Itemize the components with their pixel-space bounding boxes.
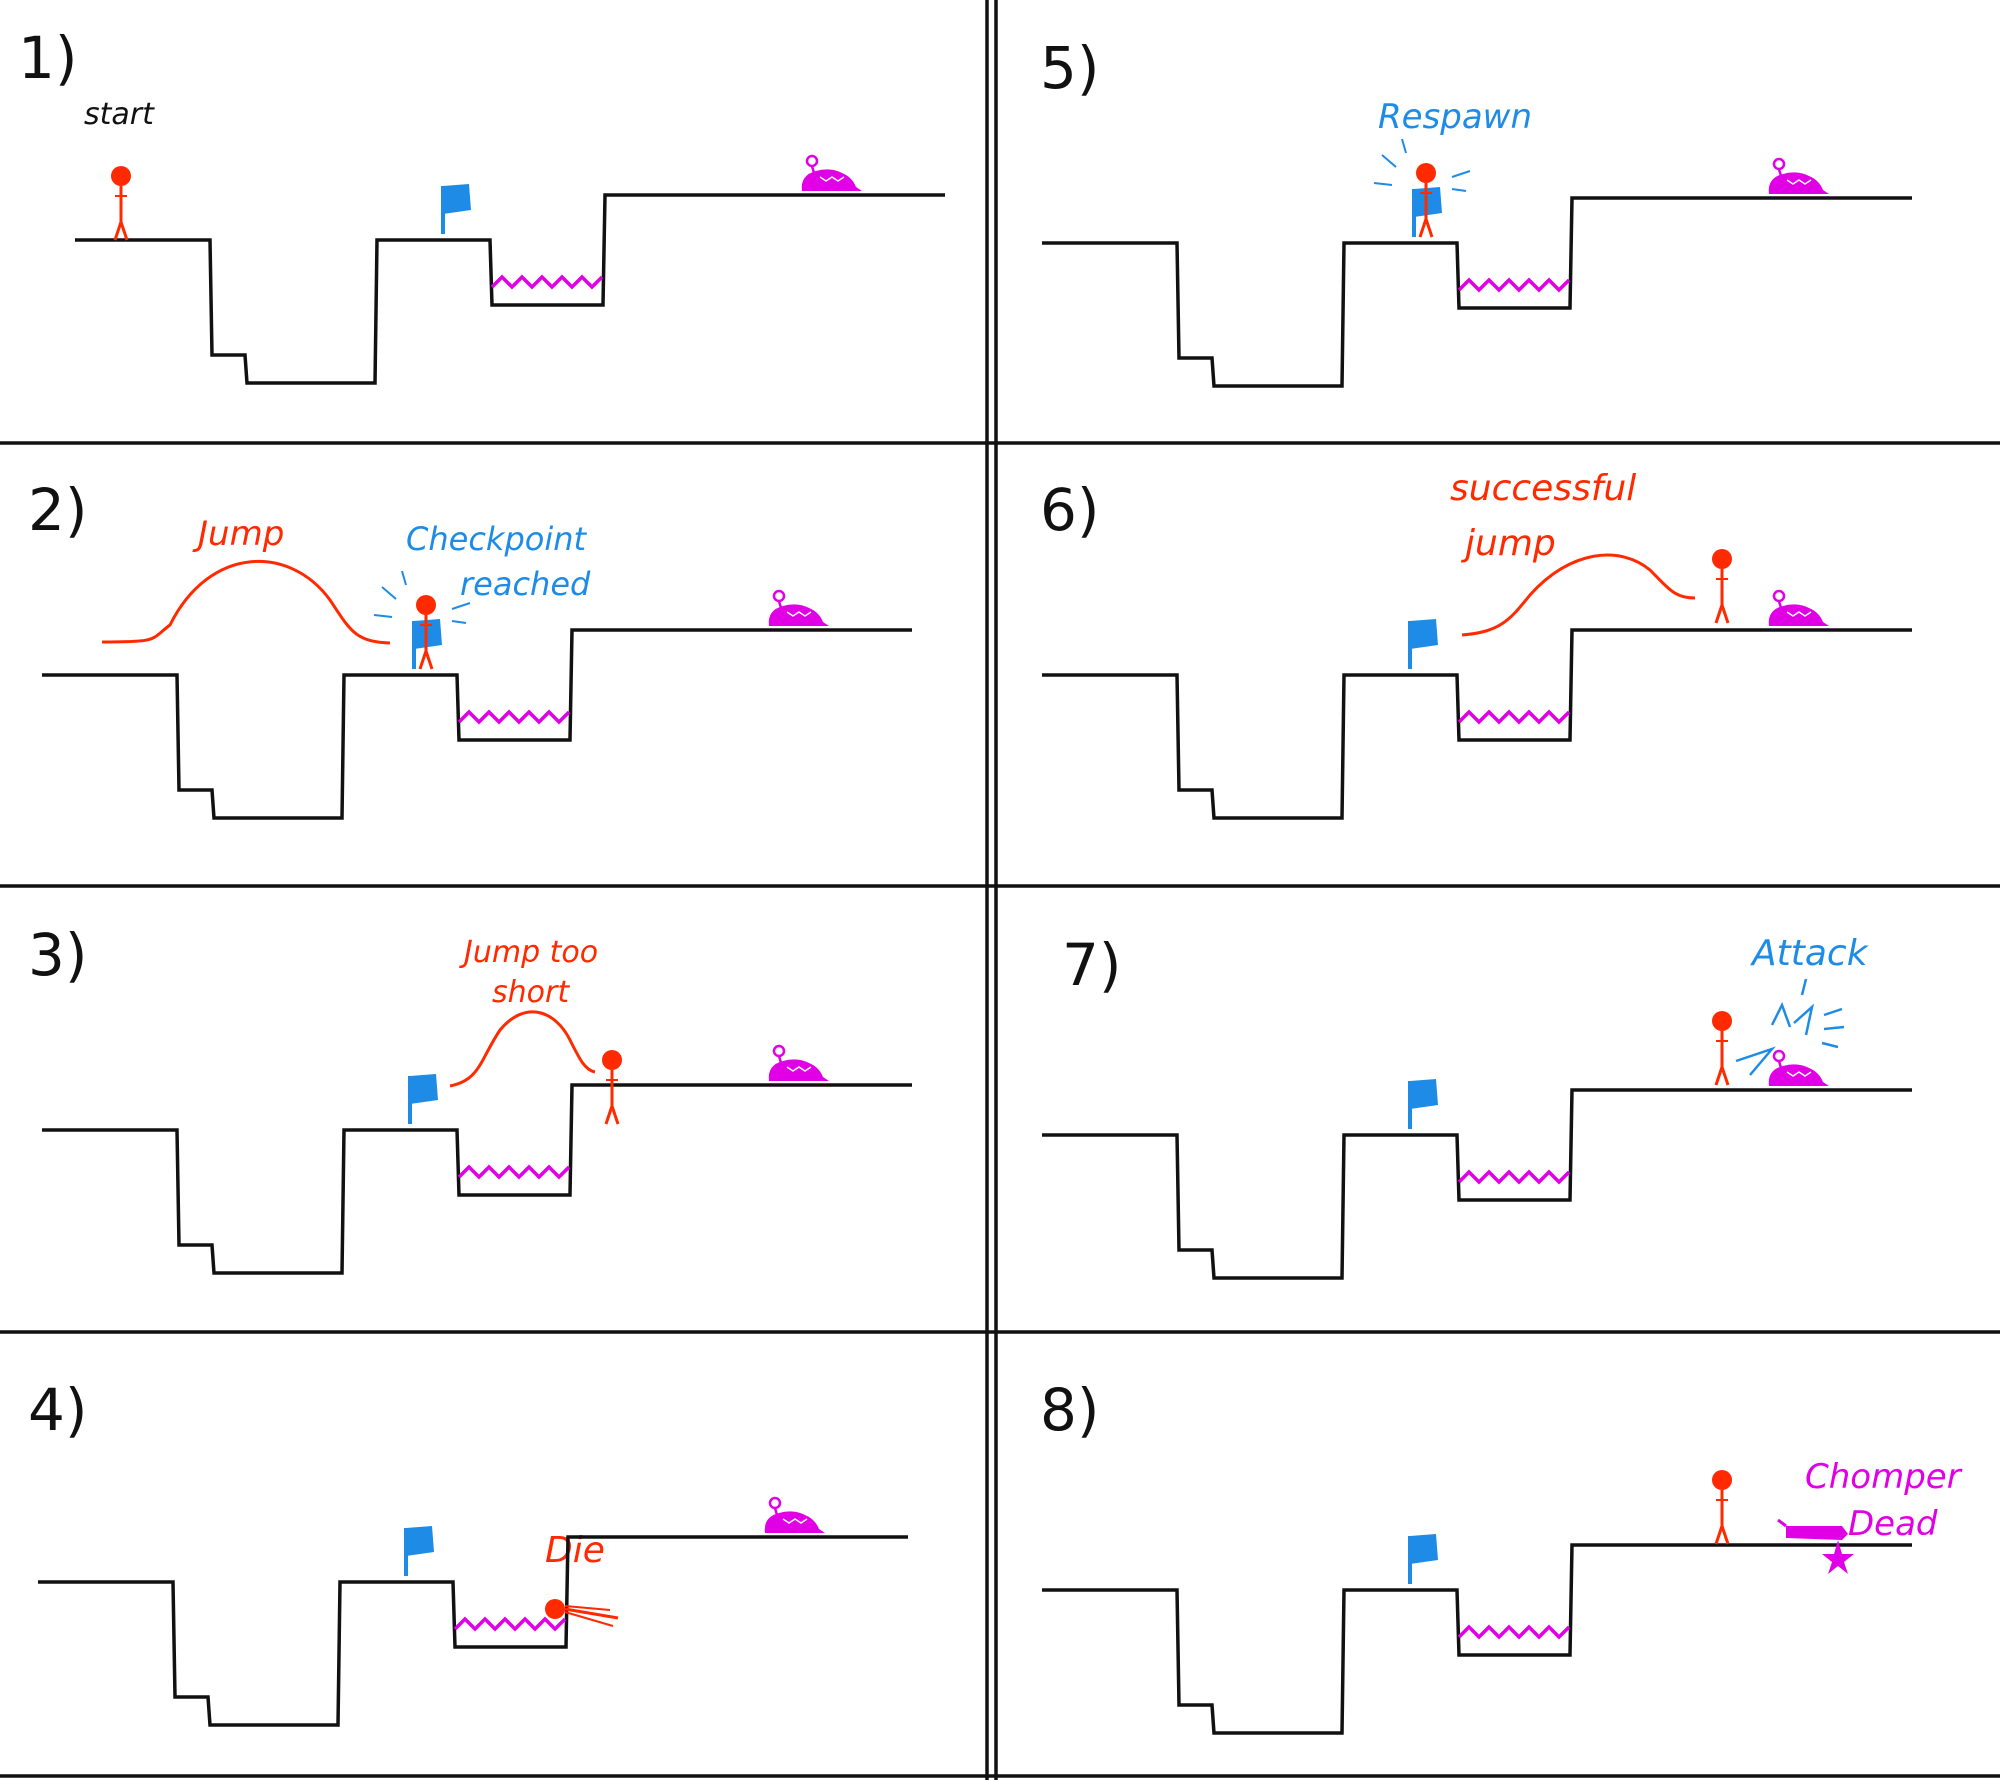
label-reached: reached [460,565,591,603]
spike-pit-icon [457,710,571,724]
level-terrain [1040,547,1914,820]
label-short: short [492,975,570,1010]
stick-figure-icon [1710,1468,1734,1546]
label-start: start [84,97,155,132]
flag-icon [1408,617,1440,671]
panel-number: 6) [1040,476,1100,544]
panel-2: 2) Jump Checkpoint reached [28,476,914,820]
panel-7: 7) Attack [1040,931,1914,1280]
label-attack: Attack [1750,933,1870,974]
stick-figure-icon [600,1048,624,1126]
level-terrain [40,570,914,820]
panel-number: 1) [18,24,78,92]
panel-6: 6) successful jump [1040,468,1914,820]
panel-number: 4) [28,1376,88,1444]
chomper-icon [800,154,864,193]
level-terrain [36,1496,910,1727]
panel-number: 7) [1062,931,1122,999]
spike-pit-icon [490,275,604,289]
chomper-icon [767,589,831,628]
flag-icon [1408,1077,1440,1131]
jump-arc [1461,553,1696,637]
chomper-icon [1767,157,1831,196]
flag-icon [408,1072,440,1126]
spike-pit-icon [457,1165,571,1179]
dead-chomper-icon [1777,1518,1854,1574]
panel-number: 2) [28,476,88,544]
jump-arc [449,1010,596,1088]
level-terrain [1040,978,1914,1280]
spike-pit-icon [1457,710,1571,724]
level-terrain [73,154,947,385]
dead-player-icon [545,1599,619,1627]
spike-pit-icon [1457,1170,1571,1184]
panel-5: 5) Respawn [1040,34,1914,388]
label-checkpoint: Checkpoint [406,520,588,558]
flag-icon [441,182,473,236]
spike-pit-icon [1457,278,1571,292]
attack-burst-icon [1735,978,1845,1076]
panel-number: 3) [28,921,88,989]
label-dead: Dead [1848,1504,1938,1544]
spike-pit-icon [453,1617,567,1631]
label-jump-too: Jump too [459,935,598,970]
label-successful: successful [1450,468,1636,509]
level-terrain [40,1044,914,1275]
panel-3: 3) Jump too short [28,921,914,1275]
panel-4: 4) Die [28,1376,910,1727]
label-respawn: Respawn [1378,97,1532,137]
level-terrain [1040,1468,1914,1735]
spike-pit-icon [1457,1625,1571,1639]
stick-figure-icon [1710,1009,1734,1087]
label-jump: Jump [192,514,284,554]
chomper-icon [767,1044,831,1083]
level-terrain [1040,138,1914,388]
chomper-icon [1767,1049,1831,1088]
jump-arc [101,559,391,645]
flag-icon [1408,1532,1440,1586]
stick-figure-icon [1710,547,1734,625]
panel-1: 1) start [18,24,947,385]
panel-8: 8) Chomper Dead [1040,1376,1963,1735]
panel-number: 5) [1040,34,1100,102]
stick-figure-icon [109,164,133,242]
label-chomper: Chomper [1805,1457,1963,1497]
flag-icon [404,1524,436,1578]
panel-number: 8) [1040,1376,1100,1444]
chomper-icon [763,1496,827,1535]
label-jump: jump [1460,523,1556,564]
chomper-icon [1767,589,1831,628]
